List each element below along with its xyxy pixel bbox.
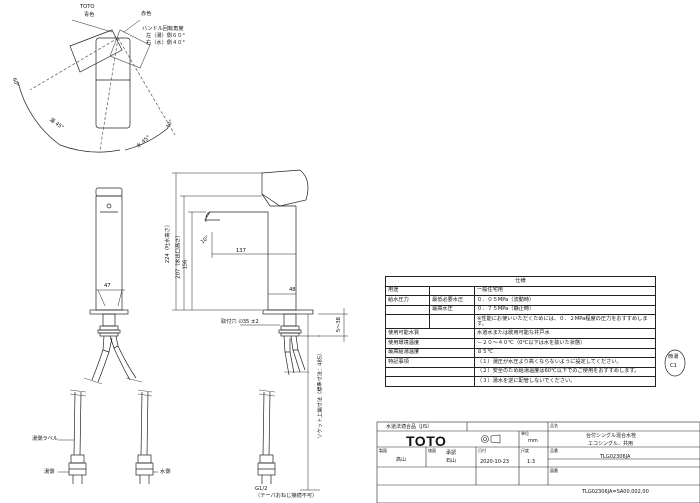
drawing-label: 製図 [379, 448, 387, 453]
name-label: 品名 [550, 423, 558, 428]
spec-label: 用途 [385, 285, 430, 297]
toto-label: TOTO [80, 4, 95, 10]
rotation-left-label: 左（湯）側６０° [146, 33, 185, 39]
spec-value: （２）安全のため給湯温度は60℃以下でのご使用をおすすめします。 [474, 366, 656, 378]
spec-sub: 最低必要水圧 [429, 295, 475, 306]
scale-label: 尺度 [521, 448, 529, 453]
date-value: 2020-10-23 [480, 459, 510, 465]
eco-stamp-line2: C1 [670, 363, 677, 369]
scale-value: 1:3 [527, 459, 536, 465]
water-side-label: 水側 [160, 469, 171, 475]
spec-table: 仕様 用途 一般住宅用 給水圧力 最低必要水圧 ０．０５MPa（流動時） 最高水… [385, 276, 656, 387]
date-label: 日付 [478, 448, 486, 453]
spec-label [385, 304, 430, 316]
spec-value: ８５℃ [474, 347, 656, 359]
jis-label: 水道法適合品（JIS） [386, 424, 433, 430]
spec-label [385, 376, 475, 387]
approve-label: 承認 [446, 450, 457, 456]
hot-side-label: 湯側 [44, 469, 55, 475]
socket-length-label: ソケット上端寸法（標準寸法：485） [317, 350, 324, 439]
thread-note: G1/2 [255, 486, 268, 492]
dim-137: 137 [236, 248, 246, 254]
model-value: TLG02306JA [600, 454, 631, 460]
spec-label: 給水圧力 [385, 295, 430, 306]
spec-value: ※性能にお使いいただくためには、０．２MPa程度の圧力をおすすめします。 [474, 314, 656, 330]
spec-value: －２０～４０℃（0℃以下は水を抜いた状態） [474, 337, 656, 349]
spec-label: 特記事項 [385, 357, 475, 368]
dim-48: 48 [289, 287, 296, 293]
spec-label [385, 314, 430, 330]
toto-logo: TOTO [406, 433, 447, 449]
projection-symbol-icon [481, 434, 501, 444]
hot-tube-label: 湯側ラベル [32, 436, 58, 442]
spec-label: 最高給湯温度 [385, 347, 475, 359]
front-view [58, 187, 158, 484]
spec-value: 水道水または飲用可能な井戸水 [474, 328, 656, 339]
dim-207: 207（水出口高さ） [175, 232, 182, 279]
spec-label [385, 366, 475, 378]
spec-label: 使用可能水質 [385, 328, 475, 339]
dim-range: 5～38 [335, 317, 342, 333]
red-color-label: 赤色 [141, 11, 152, 17]
spec-value: （３）湯水を逆に配管しないでください。 [474, 376, 656, 387]
spec-value: （１）湯圧が水圧より高くならないように設定してください。 [474, 357, 656, 368]
spec-value: ０．７５MPa（静止時） [474, 304, 656, 316]
rotation-right-label: 右（水）側４０° [146, 40, 185, 46]
dim-47: 47 [104, 283, 111, 289]
model-label: 品番 [550, 448, 558, 453]
product-name: 台付シングル混合水栓 [586, 433, 637, 439]
eco-stamp [664, 349, 686, 377]
spec-sub [429, 314, 475, 330]
unit-label: 単位 [521, 431, 529, 436]
title-block-frame [376, 421, 700, 503]
check-value: 石山 [446, 458, 457, 464]
dim-224: 224（吐水高さ） [164, 222, 171, 264]
dim-156: 156 [182, 259, 189, 270]
handle-rotation-title: ハンドル回転角度 [142, 26, 184, 32]
top-view [17, 19, 176, 153]
product-sub: エコシングル、共用 [588, 441, 634, 447]
spec-value: 一般住宅用 [474, 285, 656, 297]
eco-stamp-line1: 節湯 [668, 354, 679, 360]
side-view [172, 169, 348, 491]
drawing-no-value: TLG02306JA=SA00.002.00 [582, 489, 649, 495]
drawing-no-label: 図番 [550, 468, 558, 473]
spec-sub [429, 285, 475, 297]
spec-title: 仕様 [385, 276, 656, 287]
thread-note-2: （テーパおねじ接続不可） [255, 493, 318, 499]
unit-value: mm [528, 438, 538, 444]
blue-color-label: 青色 [84, 12, 95, 18]
spec-label: 使用環境温度 [385, 337, 475, 349]
spec-value: ０．０５MPa（流動時） [474, 295, 656, 306]
drawing-value: 高山 [396, 457, 407, 463]
mount-hole-label: 取付穴 ∅35 ±2 [221, 319, 259, 325]
spec-sub: 最高水圧 [429, 304, 475, 316]
check-label: 検図 [428, 448, 436, 453]
